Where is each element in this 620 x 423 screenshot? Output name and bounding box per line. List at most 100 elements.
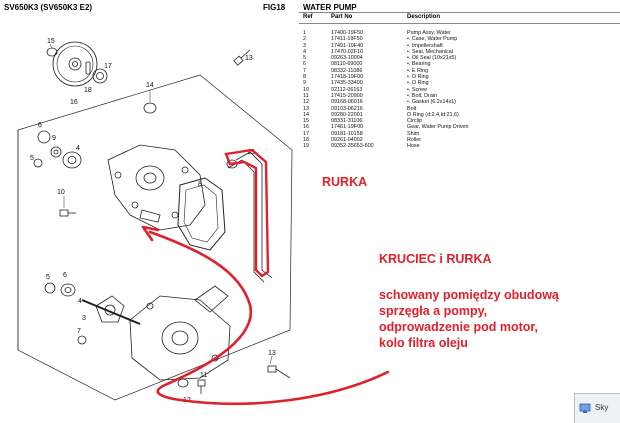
callout-16: 16 (70, 99, 78, 106)
circlip-icon (46, 47, 58, 57)
row-ref: 10 (303, 86, 309, 93)
row-description: •. Bolt, Drain (407, 92, 438, 99)
row-part-no: 17435-33400 (331, 80, 363, 87)
annotation-rurka: RURKA (322, 175, 368, 189)
callout-6-lower: 6 (63, 272, 67, 279)
drain-bolt-icon (177, 378, 206, 394)
taskbar-button[interactable]: Sky (574, 393, 620, 423)
callout-10: 10 (57, 189, 65, 196)
row-description: •. O Ring (407, 80, 429, 87)
row-part-no: 17400-19F50 (331, 30, 364, 36)
callout-15: 15 (47, 38, 55, 45)
row-ref: 14 (303, 111, 309, 118)
callout-14: 14 (146, 82, 154, 89)
row-description: •. Seal, Mechanical (407, 48, 453, 55)
row-description: Bolt (407, 105, 417, 112)
row-part-no: 09263-10004 (331, 55, 363, 62)
red-arrow-head (141, 225, 160, 242)
callout-4-lower: 4 (78, 298, 82, 305)
row-description: •. Oil Seal (10x21x5) (407, 55, 457, 62)
gasket-icon (177, 177, 226, 251)
row-part-no: 17418-19F00 (331, 74, 364, 81)
row-ref: 12 (303, 99, 309, 106)
lower-oil-seal-icon (44, 282, 56, 294)
row-ref: 16 (303, 124, 309, 131)
parts-list-title: WATER PUMP (303, 3, 357, 12)
pump-case-icon (107, 144, 206, 231)
annotation-kruciec: KRUCIEC i RURKA (379, 252, 492, 266)
taskbar-label: Sky (595, 403, 609, 412)
row-ref: 1 (303, 30, 306, 36)
row-part-no: 09261-04002 (331, 137, 363, 144)
parts-row: 13 09103-06216 Bolt (299, 106, 620, 112)
row-part-no: 17415-20900 (331, 92, 363, 99)
row-description: •. Case, Water Pump (407, 36, 458, 43)
callout-17: 17 (104, 63, 112, 70)
row-description: Roller (407, 137, 422, 144)
col-ref: Ref (303, 14, 313, 20)
callout-18: 18 (84, 87, 92, 94)
callout-5: 5 (30, 155, 34, 162)
row-ref: 5 (303, 55, 306, 62)
parts-row: 9 17435-33400 •. O Ring (299, 80, 620, 86)
monitor-icon (579, 403, 591, 413)
row-description: Pump Assy, Water (407, 30, 451, 36)
oring-14-icon (143, 102, 157, 114)
row-description: •. O Ring (407, 74, 429, 81)
row-part-no: 17461-19F00 (331, 124, 364, 131)
row-part-no: 08110-69000 (331, 61, 363, 68)
parts-row: 1 17400-19F50 Pump Assy, Water (299, 30, 620, 36)
row-description: Gear, Water Pump Driven (407, 124, 469, 131)
row-ref: 7 (303, 67, 306, 74)
row-part-no: 17470-02F10 (331, 48, 364, 55)
row-ref: 18 (303, 137, 309, 144)
callout-9: 9 (52, 135, 56, 142)
bolt-13-icon (233, 49, 251, 66)
row-description: Hose (407, 143, 420, 150)
parts-row: 5 09263-10004 •. Oil Seal (10x21x5) (299, 55, 620, 61)
col-description: Description (407, 14, 441, 20)
row-part-no: 08332-11086 (331, 67, 363, 74)
parts-row: 7 08332-11086 •. E Ring (299, 68, 620, 74)
row-description: Circlip (407, 118, 422, 125)
row-part-no: 09103-06216 (331, 105, 363, 112)
row-ref: 9 (303, 80, 306, 87)
row-description: •. E Ring (407, 67, 429, 74)
callout-7: 7 (77, 328, 81, 335)
row-ref: 11 (303, 92, 309, 99)
red-hose-outline (224, 148, 270, 278)
callout-8: 8 (198, 181, 202, 188)
driven-gear-icon (52, 41, 98, 87)
impeller-shaft-icon (81, 295, 141, 325)
cover-outline (17, 74, 293, 401)
callout-19: 19 (247, 149, 255, 156)
model-title: SV650K3 (SV650K3 E2) (4, 3, 93, 12)
row-part-no: 02112-06163 (331, 86, 363, 93)
parts-row: 18 09261-04002 Roller (299, 137, 620, 143)
row-part-no: 08331-31106 (331, 118, 363, 125)
row-description: Shim (407, 130, 420, 137)
row-ref: 13 (303, 105, 309, 112)
roller-icon (85, 61, 91, 75)
bolt-13-lower-icon (267, 365, 291, 379)
callout-13: 13 (245, 55, 253, 62)
callout-11: 11 (200, 372, 207, 379)
annotation-note-line-4: kolo filtra oleju (379, 336, 468, 350)
col-part-no: Part No (331, 14, 353, 20)
row-description: •. Gasket (6.2x14x1) (407, 99, 456, 106)
e-ring-icon (77, 335, 87, 345)
callout-5-lower: 5 (46, 274, 50, 281)
callout-4: 4 (76, 145, 80, 152)
row-part-no: 09280-22001 (331, 111, 363, 118)
row-part-no: 17411-19F50 (331, 36, 363, 43)
